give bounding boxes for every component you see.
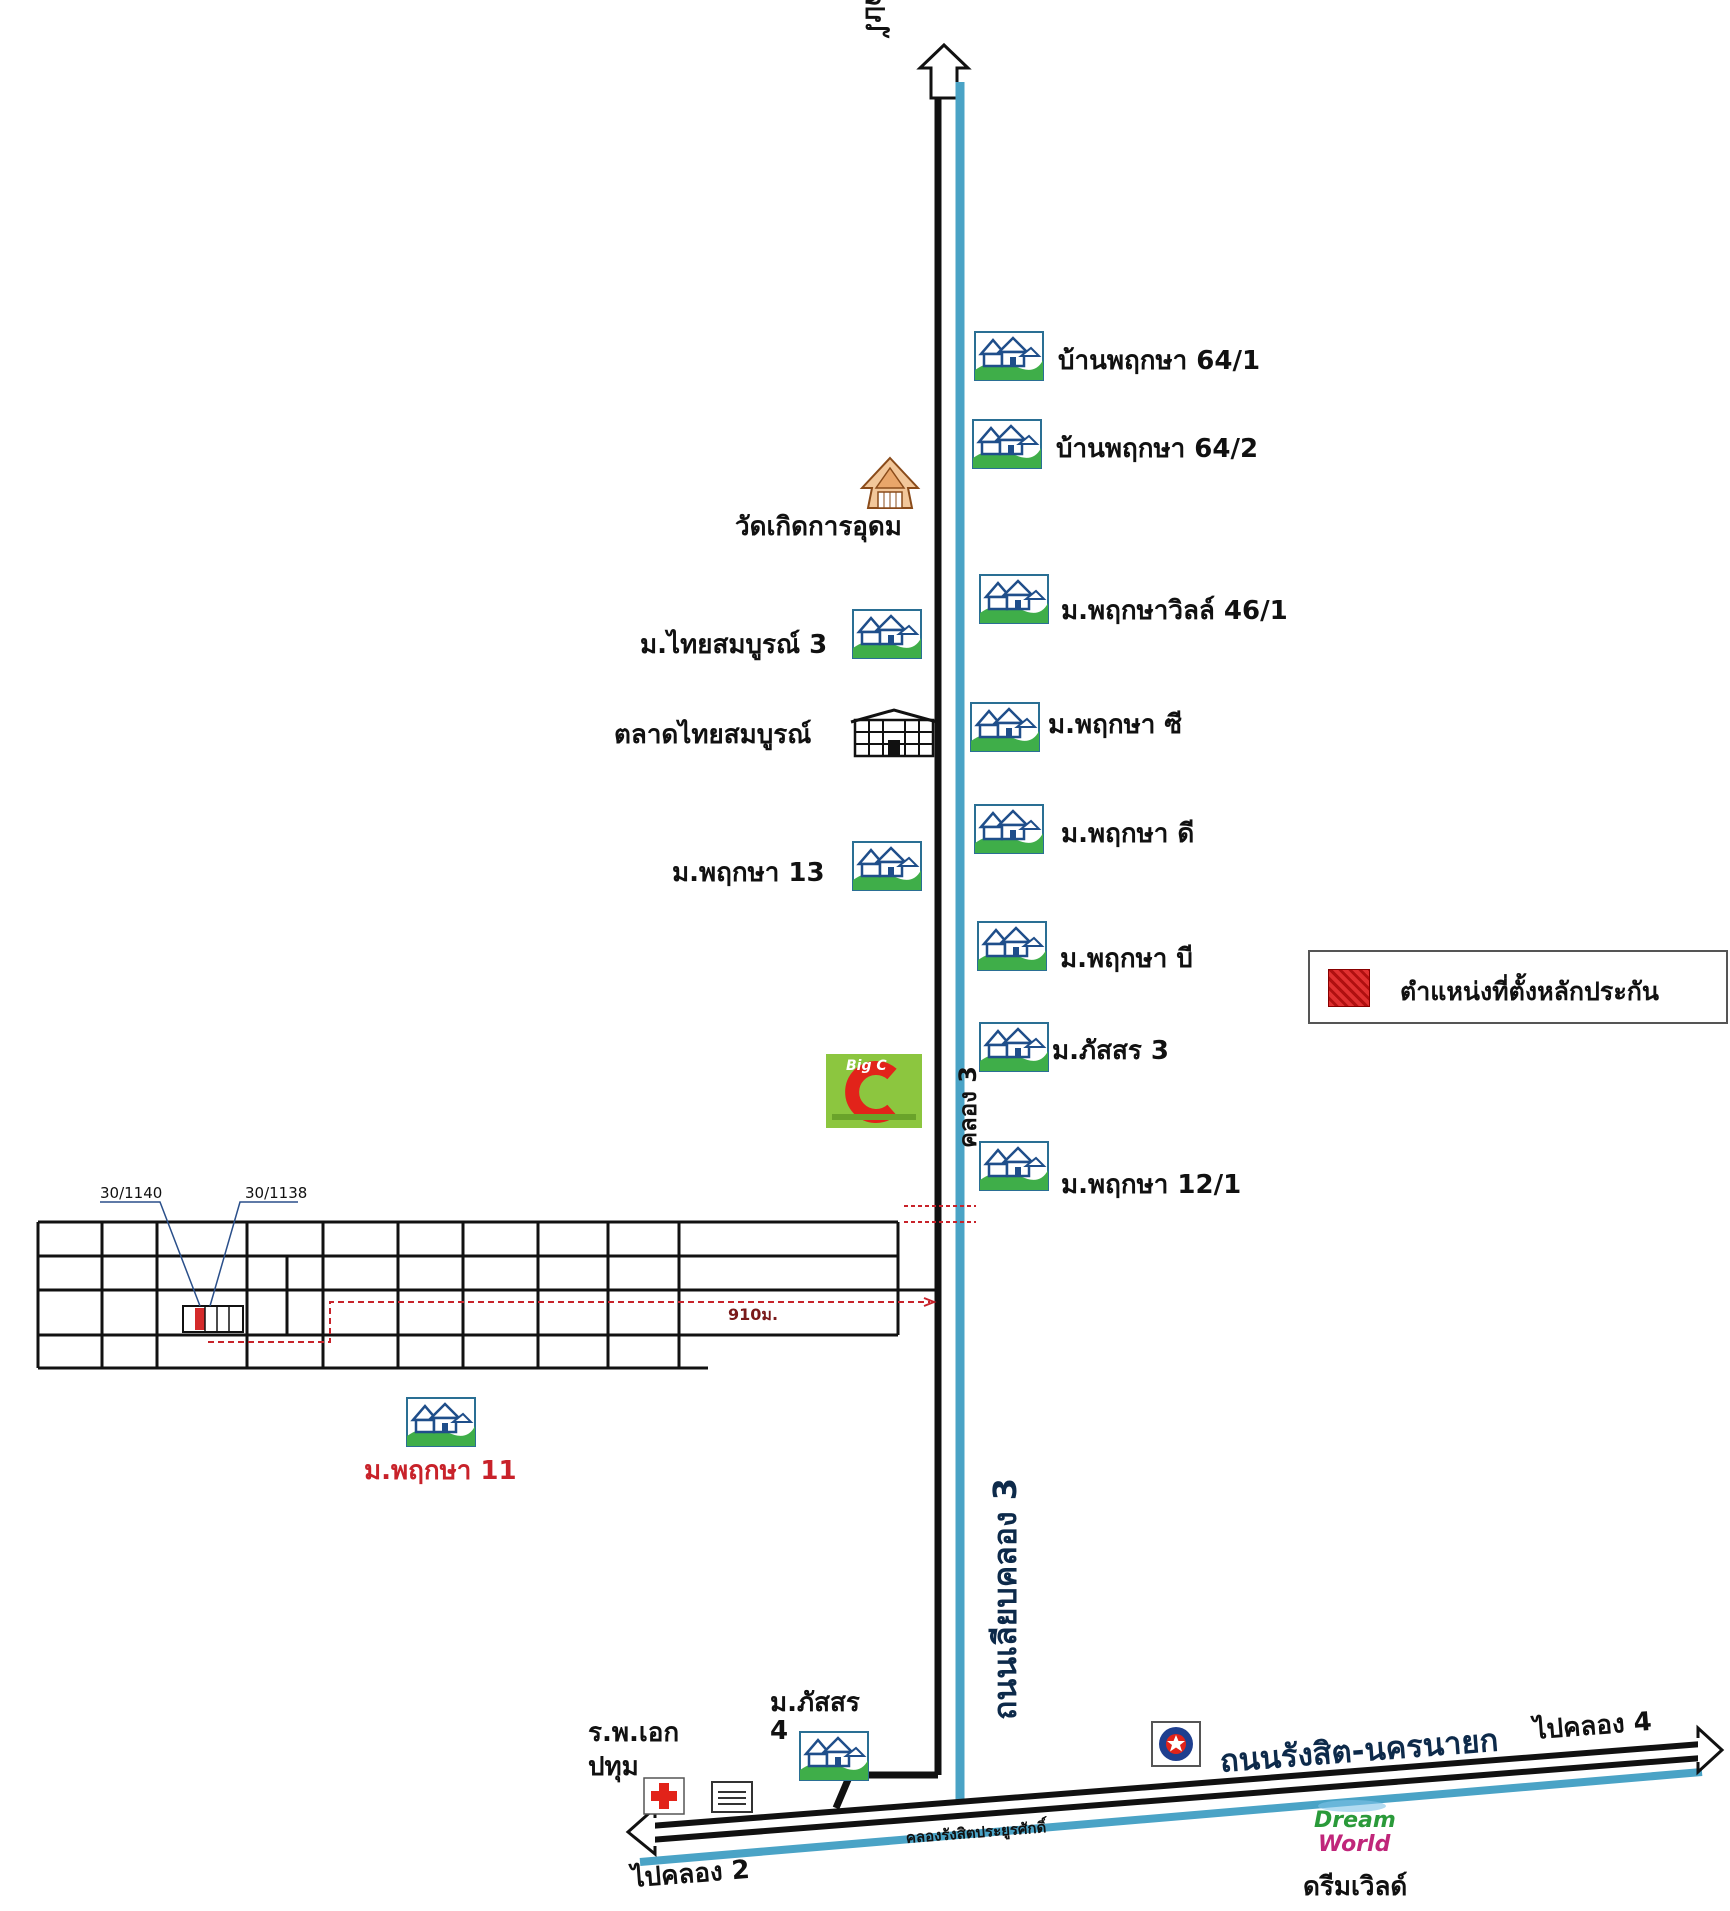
legend-box: ตำแหน่งที่ตั้งหลักประกัน (1308, 950, 1728, 1024)
label-hospital-line1: ร.พ.เอก (588, 1718, 680, 1748)
label-distance: 910ม. (728, 1305, 779, 1324)
gas-station-icon (1151, 1721, 1201, 1767)
soi-grid (36, 1220, 938, 1370)
label-pruksa-13: ม.พฤกษา 13 (672, 858, 825, 888)
label-passorn-3: ม.ภัสสร 3 (1052, 1036, 1169, 1066)
legend-collateral-label: ตำแหน่งที่ตั้งหลักประกัน (1400, 977, 1659, 1006)
east-arrow-icon (1696, 1724, 1725, 1776)
label-thai-somboon-3: ม.ไทยสมบูรณ์ 3 (640, 630, 828, 660)
label-village-64-1: บ้านพฤกษา 64/1 (1058, 346, 1261, 376)
village-icon-64-1 (973, 330, 1045, 382)
label-village-villa: ม.พฤกษาวิลล์ 46/1 (1061, 596, 1288, 626)
dream-world-logo-text-1: Dream (1314, 1808, 1396, 1833)
rangsit-road-top (649, 1741, 1703, 1829)
label-pruksa-12-1: ม.พฤกษา 12/1 (1061, 1170, 1242, 1200)
big-c-logo (826, 1054, 922, 1128)
village-icon-villa (978, 573, 1050, 625)
big-c-logo-text: Big C (846, 1058, 887, 1074)
village-icon-pruksa-b (976, 920, 1048, 972)
label-pruksa-b: ม.พฤกษา บี (1060, 944, 1193, 974)
label-dream-world: ดรีมเวิลด์ (1303, 1872, 1408, 1902)
label-village-64-2: บ้านพฤกษา 64/2 (1056, 434, 1259, 464)
dream-world-logo-text-2: World (1318, 1832, 1391, 1857)
label-passorn-4-line2: 4 (770, 1716, 789, 1746)
market-building-icon (850, 708, 938, 758)
north-destination-label: ไปคลองหลวง (854, 0, 895, 36)
village-icon-thai-somboon (851, 608, 923, 660)
village-icon-pruksa-13 (851, 840, 923, 892)
label-pruksa-d: ม.พฤกษา ดี (1061, 819, 1195, 849)
label-passorn-4-line1: ม.ภัสสร (770, 1688, 860, 1718)
collateral-plots (182, 1305, 244, 1333)
label-plot-1138: 30/1138 (245, 1184, 308, 1202)
dream-world-logo (1318, 1800, 1386, 1812)
village-icon-passorn-4 (798, 1730, 870, 1782)
village-icon-passorn-3 (978, 1021, 1050, 1073)
label-khlong-3: คลอง 3 (954, 1066, 982, 1148)
west-arrow-icon (625, 1804, 657, 1858)
label-road-liap-khlong-3: ถนนเลียบคลอง 3 (986, 1478, 1024, 1720)
hospital-cross-icon (643, 1777, 685, 1815)
village-icon-pruksa-d (973, 803, 1045, 855)
village-icon-pruksa-11 (405, 1396, 477, 1448)
route-dashed (208, 1301, 930, 1343)
service-icon (711, 1781, 753, 1813)
rangsit-canal (639, 1768, 1703, 1866)
temple-icon (859, 456, 921, 509)
plot-leader-lines (100, 1201, 298, 1307)
label-pruksa-c: ม.พฤกษา ซี (1048, 710, 1183, 740)
bridge-marker (904, 1205, 976, 1223)
village-icon-pruksa-12-1 (978, 1140, 1050, 1192)
village-icon-64-2 (971, 418, 1043, 470)
village-icon-pruksa-c (969, 701, 1041, 753)
rangsit-road-bottom (649, 1755, 1703, 1843)
label-pruksa-11: ม.พฤกษา 11 (364, 1456, 517, 1486)
label-plot-1140: 30/1140 (100, 1184, 163, 1202)
label-temple: วัดเกิดการอุดม (735, 512, 902, 542)
label-thai-somboon-market: ตลาดไทยสมบูรณ์ (614, 720, 812, 750)
legend-collateral-swatch (1328, 969, 1370, 1007)
label-hospital-line2: ปทุม (588, 1752, 639, 1782)
